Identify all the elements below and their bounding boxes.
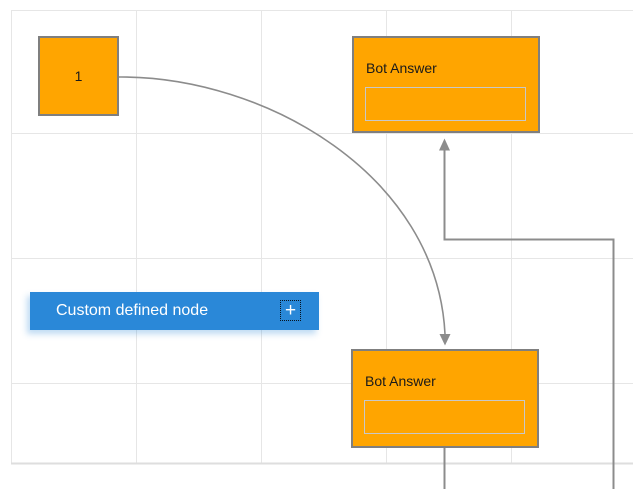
node-bot-answer-top[interactable]: Bot Answer xyxy=(352,36,540,133)
arrowhead-up xyxy=(439,138,450,151)
answer-field[interactable] xyxy=(365,87,526,121)
connector-orthogonal[interactable] xyxy=(439,138,615,489)
custom-node-label: Custom defined node xyxy=(56,302,209,319)
node-start[interactable]: 1 xyxy=(38,36,119,116)
custom-defined-node[interactable]: Custom defined node + xyxy=(30,292,319,330)
arrowhead-down xyxy=(439,334,451,346)
answer-field[interactable] xyxy=(364,400,525,434)
plus-icon: + xyxy=(284,300,297,321)
node-title: Bot Answer xyxy=(366,60,437,76)
node-title: Bot Answer xyxy=(365,373,436,389)
connector-bezier[interactable] xyxy=(118,76,451,346)
add-node-button[interactable]: + xyxy=(280,300,301,321)
node-bot-answer-bottom[interactable]: Bot Answer xyxy=(351,349,539,448)
node-start-label: 1 xyxy=(74,68,83,84)
